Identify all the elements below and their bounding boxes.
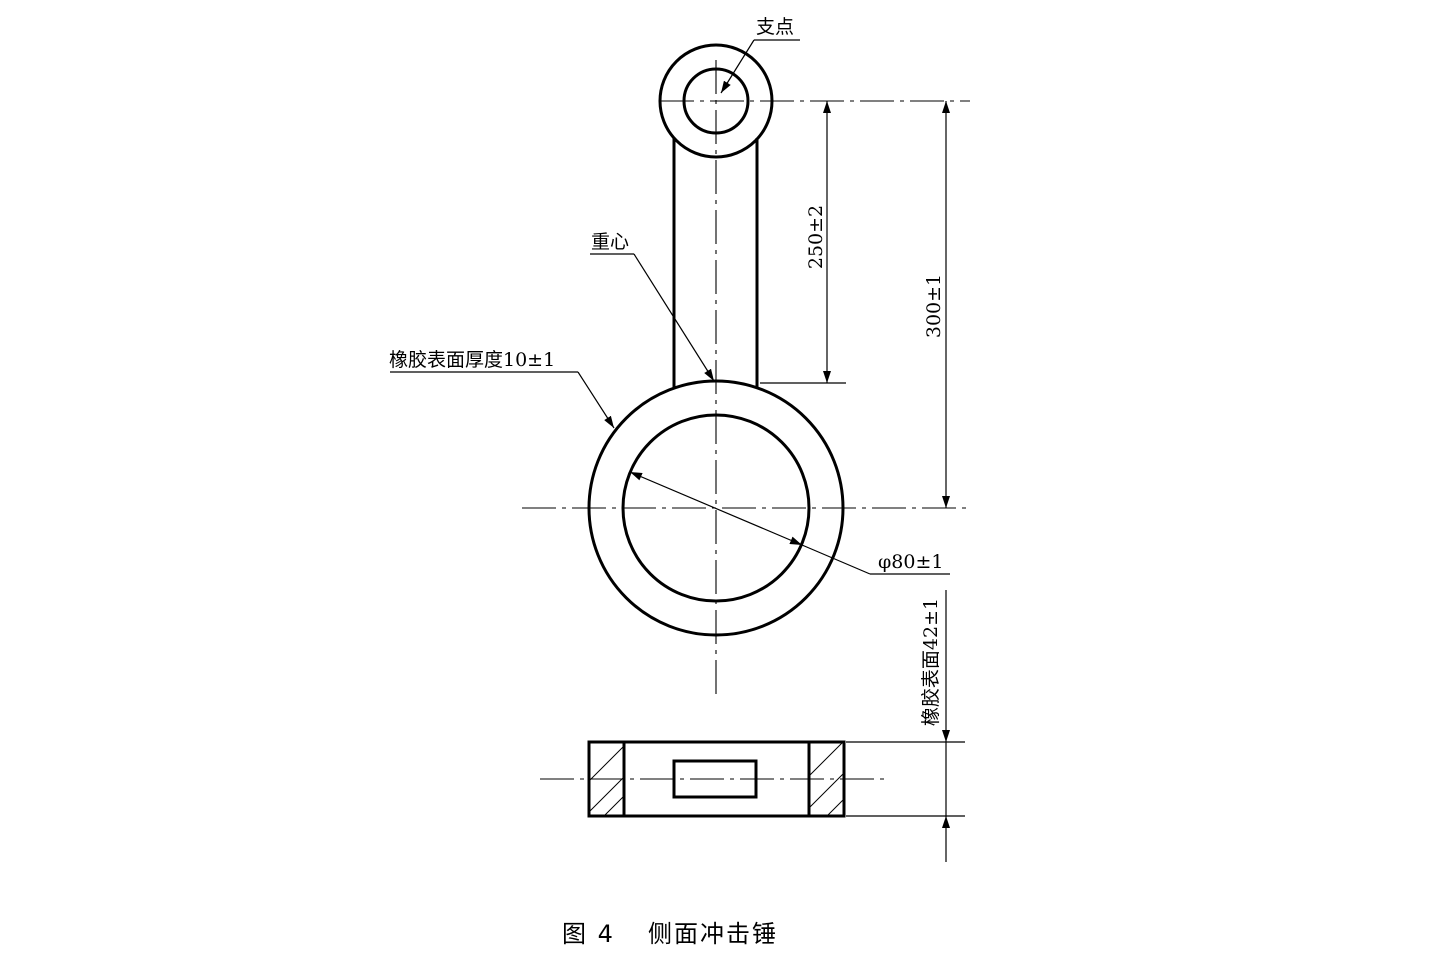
rubber-thickness-label: 橡胶表面厚度10±1	[389, 349, 555, 371]
dimension-300: 300±1	[923, 101, 950, 508]
dimension-250-label: 250±2	[805, 205, 827, 269]
pivot-label: 支点	[756, 16, 794, 38]
center-of-gravity-leader: 重心	[590, 231, 715, 382]
hammer-arm	[672, 138, 759, 388]
rubber-thickness-leader: 橡胶表面厚度10±1	[389, 349, 615, 429]
diameter-dimension: φ80±1	[629, 471, 950, 575]
pivot-leader: 支点	[720, 16, 800, 94]
dimension-250: 250±2	[760, 101, 846, 384]
dimension-300-label: 300±1	[923, 274, 945, 338]
rubber-face-label: 橡胶表面42±1	[920, 598, 942, 726]
figure-number: 图 4	[562, 920, 615, 948]
rubber-face-dimension: 橡胶表面42±1	[846, 590, 965, 862]
diameter-label: φ80±1	[878, 551, 944, 573]
center-of-gravity-label: 重心	[591, 231, 629, 253]
hammer-head-section	[587, 740, 846, 818]
figure-title: 侧面冲击锤	[648, 920, 778, 948]
